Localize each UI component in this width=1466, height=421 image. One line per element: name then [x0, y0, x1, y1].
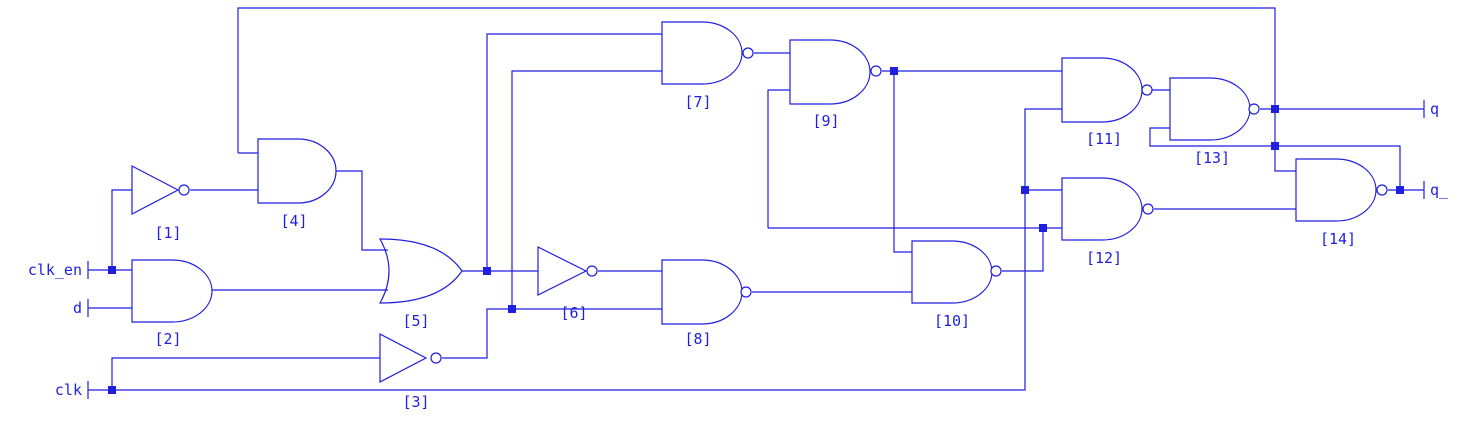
gate-labels: [1] [2] [3] [4] [5] [6] [7] [8] [9] [10]… [154, 93, 1356, 411]
junction-dot [1039, 224, 1047, 232]
wire-cross-to-nand11 [1024, 108, 1062, 190]
gate-label-12: [12] [1086, 249, 1122, 267]
gate-3-inverter [379, 333, 442, 383]
wire-clk [88, 189, 1062, 391]
wire-clk-en-to-inv1 [111, 189, 132, 270]
wire-loop-to-nand9 [767, 89, 790, 228]
port-label-clk-en: clk_en [28, 261, 82, 279]
junction-dot [1396, 186, 1404, 194]
gate-label-5: [5] [402, 312, 429, 330]
junction-dot [508, 305, 516, 313]
junction-dot [108, 266, 116, 274]
gate-5-or [378, 238, 463, 304]
gate-2-and [131, 259, 213, 323]
gate-9-nand [789, 39, 882, 105]
gate-1-inverter [131, 165, 190, 215]
gate-label-7: [7] [684, 93, 711, 111]
gate-8-nand [661, 259, 752, 325]
gate-label-2: [2] [154, 330, 181, 348]
port-label-d: d [73, 299, 82, 317]
gate-label-9: [9] [812, 112, 839, 130]
gate-label-13: [13] [1194, 149, 1230, 167]
junction-dot [108, 386, 116, 394]
gate-label-4: [4] [280, 212, 307, 230]
gate-label-6: [6] [560, 304, 587, 322]
junction-dot [1271, 105, 1279, 113]
wire-qbar-to-nand13 [1149, 127, 1401, 190]
wire-q-feedback [237, 7, 1276, 153]
port-label-clk: clk [55, 381, 82, 399]
wire-inv3-to-nand7 [511, 70, 662, 309]
junction-dot [1271, 142, 1279, 150]
gate-14-nand [1295, 158, 1388, 222]
wire-nand10-out [1002, 228, 1044, 272]
wire-q-to-nand14 [1274, 109, 1296, 172]
gate-label-11: [11] [1086, 130, 1122, 148]
gate-12-nand [1061, 177, 1154, 241]
gate-4-and [257, 138, 337, 204]
wire-or5-to-nand7 [486, 33, 662, 271]
gate-label-3: [3] [402, 393, 429, 411]
gate-13-nand [1169, 77, 1260, 141]
port-label-q: q [1430, 100, 1439, 118]
wire-and4-out [336, 170, 388, 251]
gate-label-14: [14] [1320, 230, 1356, 248]
junctions [108, 67, 1404, 394]
wire-clk-to-inv3 [111, 357, 380, 390]
port-labels: clk_en d clk q q_ [28, 100, 1449, 399]
wire-nand9-to-nand10 [893, 71, 912, 253]
wires [87, 7, 1425, 399]
junction-dot [890, 67, 898, 75]
gate-7-nand [661, 21, 754, 85]
gate-label-8: [8] [684, 330, 711, 348]
junction-dot [1021, 186, 1029, 194]
gate-label-10: [10] [934, 312, 970, 330]
gate-6-inverter [537, 246, 598, 296]
gates [131, 21, 1388, 383]
gate-10-nand [911, 240, 1002, 304]
gate-11-nand [1061, 57, 1153, 123]
gate-label-1: [1] [154, 224, 181, 242]
wire-inv3-out [442, 308, 662, 359]
junction-dot [483, 267, 491, 275]
port-label-q-bar: q_ [1430, 181, 1449, 199]
